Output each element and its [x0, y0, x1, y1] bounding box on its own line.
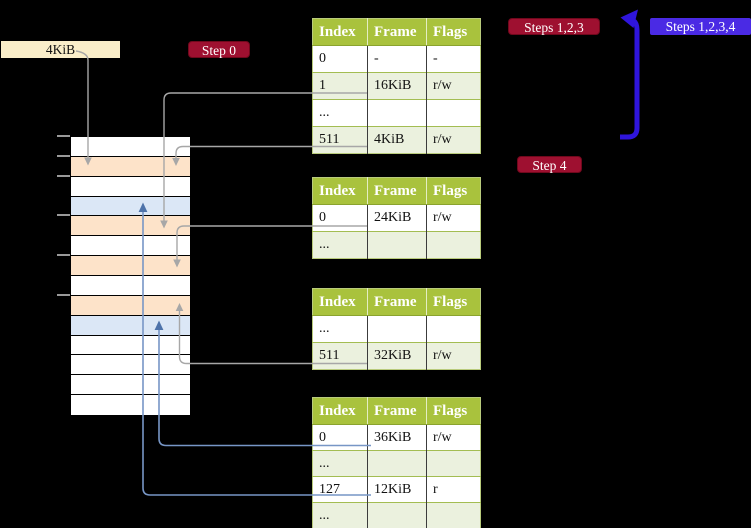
- memory-frame-row: [71, 256, 190, 277]
- cell-flags: -: [426, 45, 481, 73]
- address-tick: [57, 293, 70, 296]
- table-row: 127 12KiB r: [312, 476, 481, 503]
- address-tick: [57, 155, 70, 157]
- cell-index: 127: [312, 476, 368, 503]
- memory-frame-row: [71, 176, 190, 197]
- memory-frame-row: [71, 395, 190, 416]
- cell-index: ...: [312, 99, 368, 127]
- cell-index: ...: [312, 315, 368, 343]
- cell-flags: r: [426, 476, 481, 503]
- col-header-flags: Flags: [426, 288, 481, 316]
- memory-frame-row: [71, 355, 190, 376]
- table-row: ...: [312, 231, 481, 259]
- table-row-highlighted: 511 4KiB r/w: [312, 126, 481, 154]
- cell-index: 0: [312, 45, 368, 73]
- steps1234-badge: Steps 1,2,3,4: [650, 18, 751, 35]
- cell-frame: 24KiB: [367, 204, 427, 232]
- cell-flags: r/w: [426, 342, 481, 370]
- col-header-index: Index: [312, 397, 368, 425]
- arrowhead-left-icon: [620, 9, 638, 28]
- cell-flags: [426, 450, 481, 477]
- page-table-level4: Index Frame Flags 0 - - 1 16KiB r/w ...: [312, 18, 481, 154]
- cell-frame: [367, 99, 427, 127]
- address-tick: [57, 174, 70, 177]
- table-row: ...: [312, 502, 481, 528]
- memory-frame-row: [71, 315, 190, 336]
- step0-badge: Step 0: [188, 41, 250, 58]
- cell-index: 511: [312, 342, 368, 370]
- cell-flags: [426, 502, 481, 528]
- cell-flags: [426, 99, 481, 127]
- col-header-flags: Flags: [426, 18, 481, 46]
- col-header-index: Index: [312, 288, 368, 316]
- cell-index: 0: [312, 204, 368, 232]
- col-header-frame: Frame: [367, 288, 427, 316]
- col-header-frame: Frame: [367, 397, 427, 425]
- memory-frame-row: [71, 137, 190, 157]
- address-tick: [57, 214, 70, 217]
- cell-index: ...: [312, 502, 368, 528]
- col-header-index: Index: [312, 18, 368, 46]
- table-row: 0 24KiB r/w: [312, 204, 481, 232]
- col-header-flags: Flags: [426, 397, 481, 425]
- cell-frame: 16KiB: [367, 72, 427, 100]
- cell-index: 511: [312, 126, 368, 154]
- memory-frame-row: [71, 236, 190, 257]
- table-header-row: Index Frame Flags: [312, 18, 481, 46]
- steps123-badge: Steps 1,2,3: [508, 18, 600, 35]
- cell-flags: r/w: [426, 424, 481, 451]
- cell-flags: [426, 315, 481, 343]
- table-row: 511 32KiB r/w: [312, 342, 481, 370]
- cell-frame: [367, 231, 427, 259]
- address-tick: [57, 254, 70, 257]
- arrow-steps-loop-to-level4-table: [620, 9, 640, 140]
- page-table-level3: Index Frame Flags 0 24KiB r/w ...: [312, 177, 481, 259]
- cell-flags: r/w: [426, 204, 481, 232]
- step4-badge: Step 4: [517, 156, 582, 173]
- col-header-index: Index: [312, 177, 368, 205]
- table-header-row: Index Frame Flags: [312, 397, 481, 425]
- cell-frame: [367, 450, 427, 477]
- cell-frame: -: [367, 45, 427, 73]
- page-table-level1: Index Frame Flags 0 36KiB r/w ... 127 12…: [312, 397, 481, 528]
- cell-frame: 4KiB: [367, 126, 427, 154]
- table-row: ...: [312, 99, 481, 127]
- cell-index: ...: [312, 231, 368, 259]
- address-tick: [57, 135, 70, 137]
- memory-frame-row: [71, 375, 190, 396]
- cell-index: ...: [312, 450, 368, 477]
- cell-frame: 12KiB: [367, 476, 427, 503]
- cell-frame: 36KiB: [367, 424, 427, 451]
- table-row: ...: [312, 450, 481, 477]
- cell-frame: [367, 315, 427, 343]
- table-row: 1 16KiB r/w: [312, 72, 481, 100]
- cell-index: 1: [312, 72, 368, 100]
- cell-flags: r/w: [426, 126, 481, 154]
- col-header-frame: Frame: [367, 18, 427, 46]
- memory-frame-row: [71, 335, 190, 356]
- memory-frame-row: [71, 156, 190, 177]
- cell-index: 0: [312, 424, 368, 451]
- memory-frame-row: [71, 196, 190, 217]
- cell-flags: r/w: [426, 72, 481, 100]
- table-row: 0 - -: [312, 45, 481, 73]
- frame-address-label: 4KiB: [1, 41, 120, 58]
- memory-frame-row: [71, 276, 190, 296]
- cell-flags: [426, 231, 481, 259]
- physical-memory-stack: [70, 136, 191, 416]
- table-row: 0 36KiB r/w: [312, 424, 481, 451]
- memory-frame-row: [71, 295, 190, 316]
- cell-frame: 32KiB: [367, 342, 427, 370]
- cell-frame: [367, 502, 427, 528]
- page-table-level2: Index Frame Flags ... 511 32KiB r/w: [312, 288, 481, 370]
- memory-frame-row: [71, 216, 190, 237]
- table-header-row: Index Frame Flags: [312, 177, 481, 205]
- table-header-row: Index Frame Flags: [312, 288, 481, 316]
- col-header-flags: Flags: [426, 177, 481, 205]
- col-header-frame: Frame: [367, 177, 427, 205]
- table-row: ...: [312, 315, 481, 343]
